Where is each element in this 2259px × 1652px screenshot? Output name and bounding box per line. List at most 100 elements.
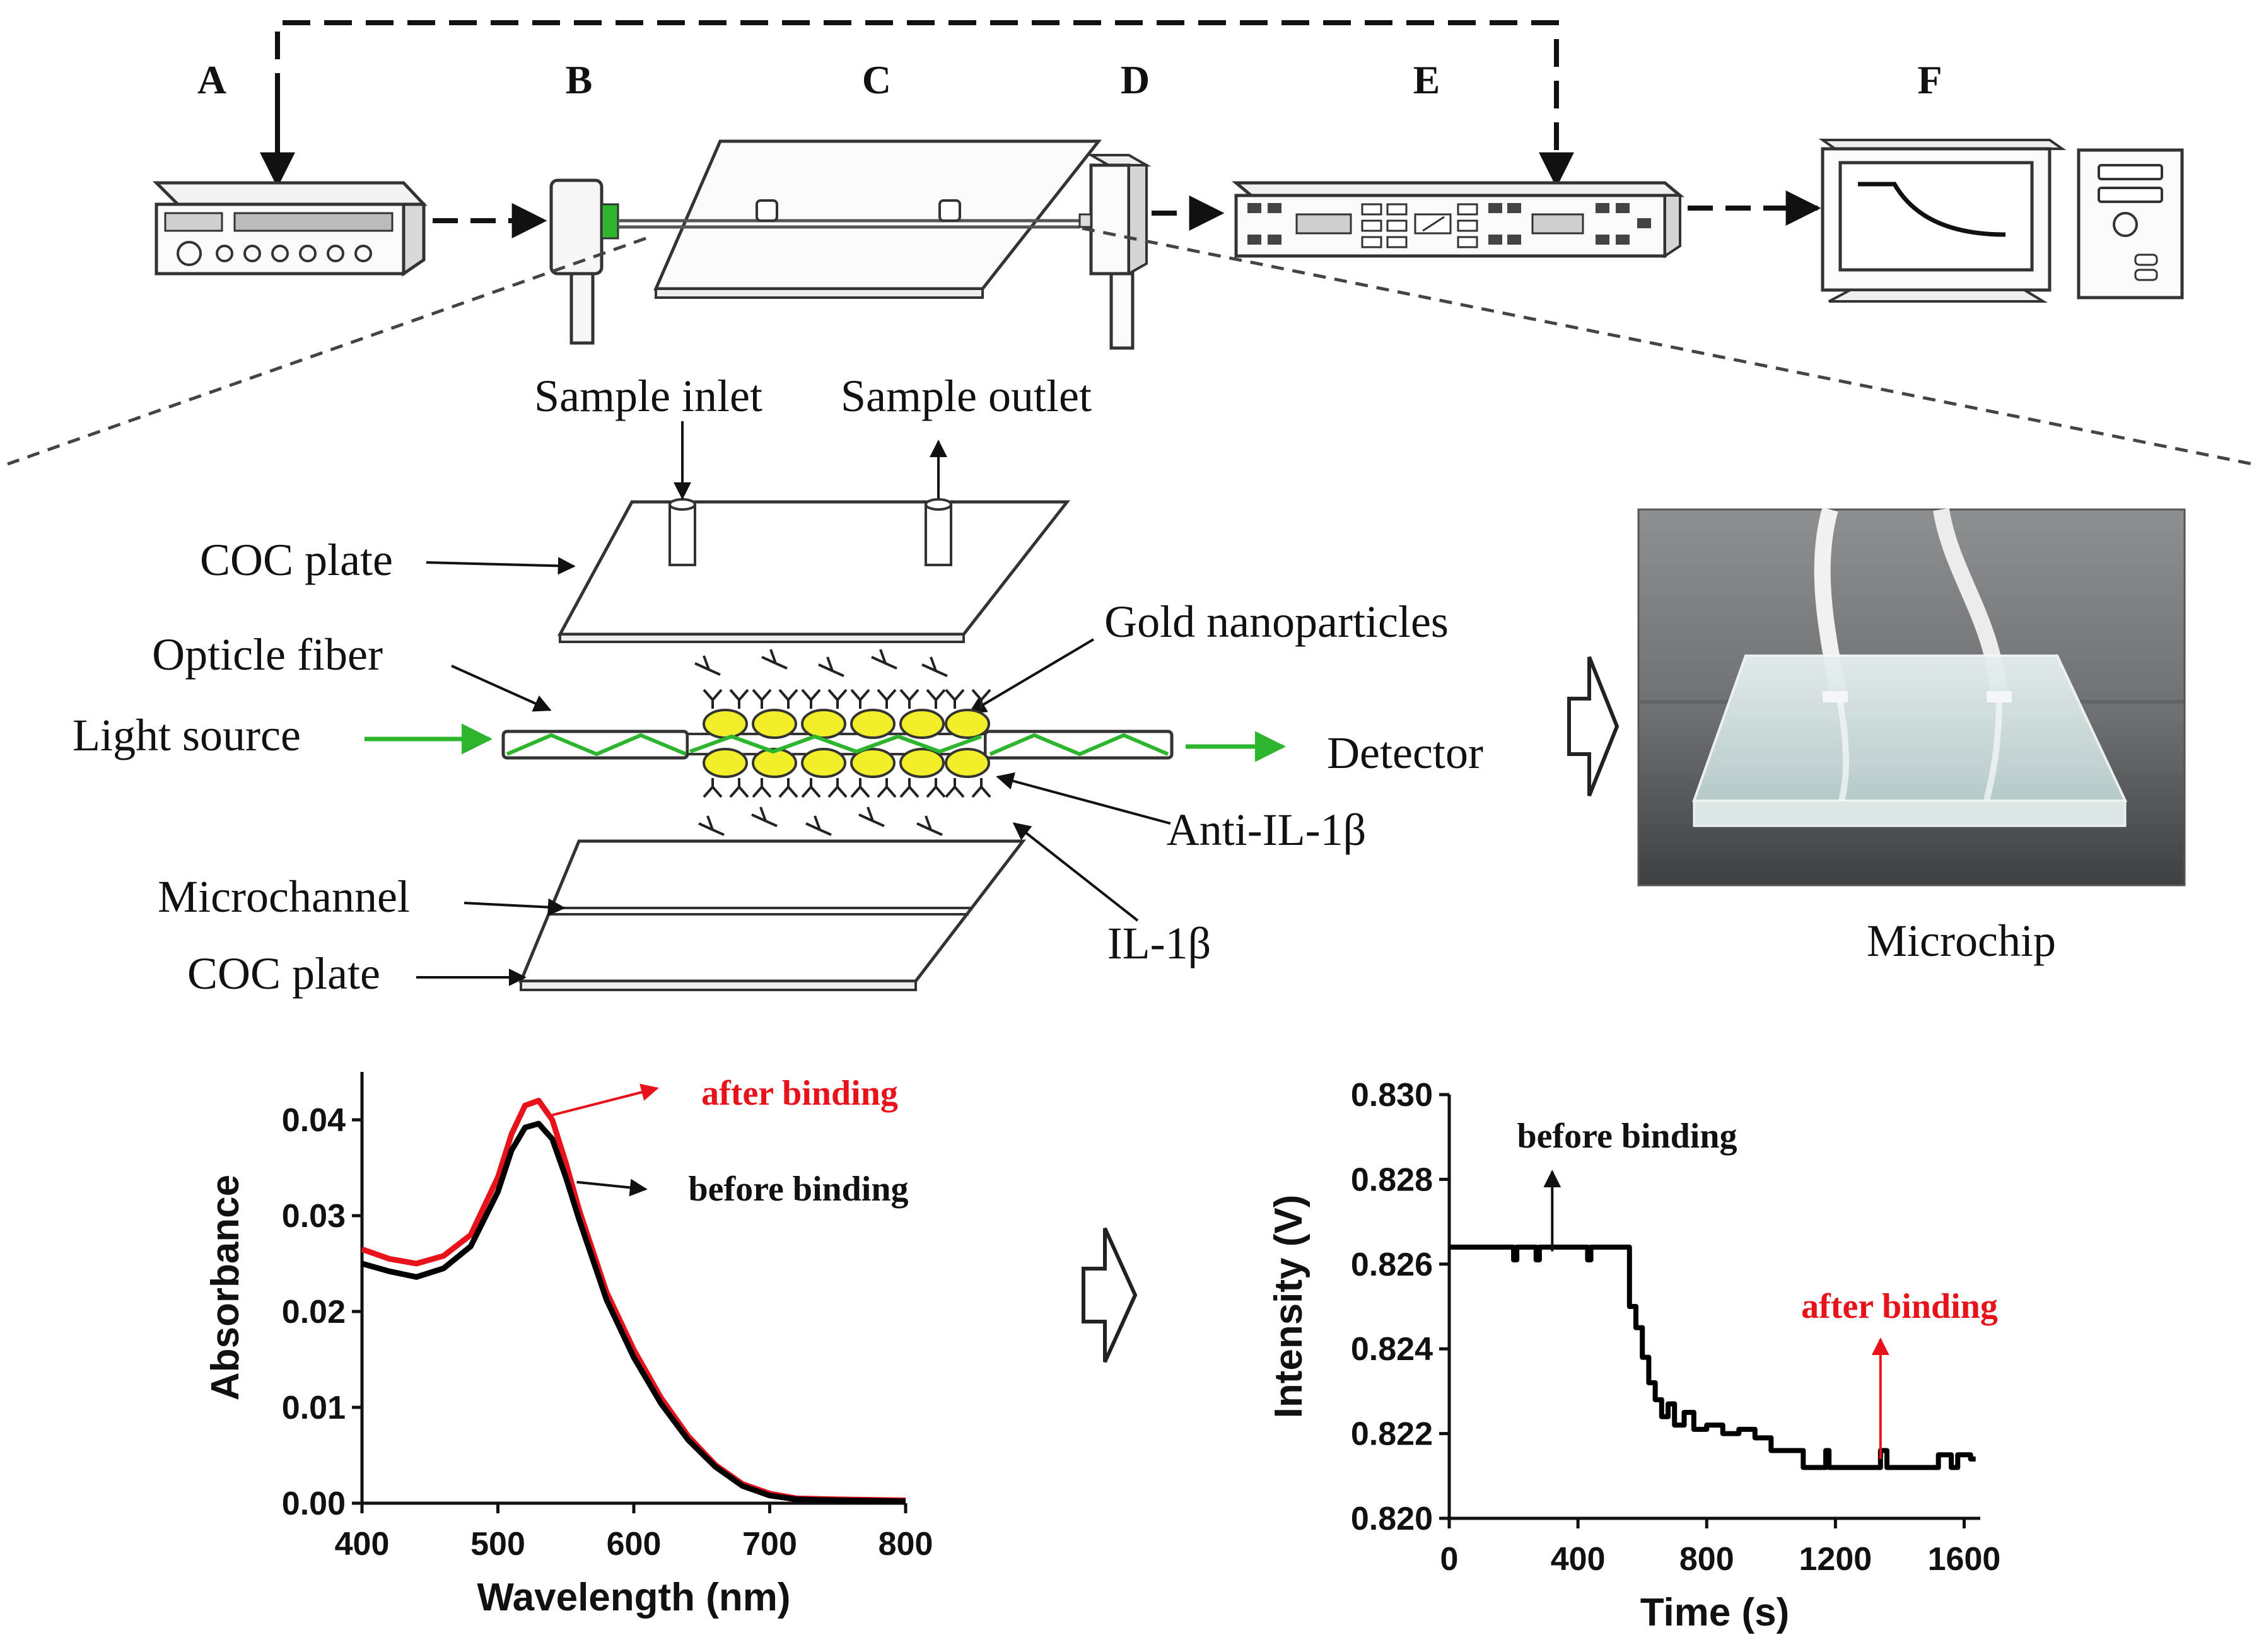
antibody-glyph xyxy=(703,778,723,798)
antibody-glyph-stroke xyxy=(945,778,965,798)
label-coc-plate-top: COC plate xyxy=(200,535,393,585)
x-tick-label: 600 xyxy=(607,1526,662,1562)
letter-d: D xyxy=(1121,57,1150,102)
y-tick-label: 0.00 xyxy=(282,1486,346,1522)
device-b-light-source xyxy=(549,178,619,345)
antibody-glyph-stroke xyxy=(729,778,749,798)
il1b-antigen-glyph xyxy=(916,815,943,836)
device-e-amplifier xyxy=(1232,181,1684,259)
x-axis-title: Wavelength (nm) xyxy=(477,1576,790,1619)
il1b-antigen-glyph xyxy=(698,815,725,836)
antibody-glyph xyxy=(752,778,772,798)
label-microchannel: Microchannel xyxy=(158,871,410,922)
fiber-pointer xyxy=(451,665,552,712)
gold-nanoparticle xyxy=(752,748,797,778)
label-il1b: IL-1β xyxy=(1107,918,1211,969)
antibody-glyph xyxy=(971,778,991,798)
antibody-glyph-stroke xyxy=(752,778,772,798)
x-tick-label: 400 xyxy=(335,1526,390,1562)
feedback-loop-arrow xyxy=(275,20,1574,188)
panel-letters: A B C D E F xyxy=(197,57,1942,102)
antibody-glyph-stroke xyxy=(827,778,848,798)
letter-e: E xyxy=(1413,57,1440,102)
letter-a: A xyxy=(197,57,226,102)
microchip-photo xyxy=(1637,507,2186,887)
annotation-after-binding: after binding xyxy=(701,1074,898,1113)
antibody-glyph-stroke xyxy=(850,778,870,798)
antibody-glyph xyxy=(729,689,749,709)
y-tick-label: 0.824 xyxy=(1351,1331,1433,1368)
gold-nanoparticle xyxy=(945,709,990,739)
y-axis-title: Intensity (V) xyxy=(1267,1195,1310,1419)
antibody-glyph-stroke xyxy=(971,778,991,798)
antibody-glyph xyxy=(801,689,821,709)
y-tick-label: 0.820 xyxy=(1351,1501,1433,1537)
x-tick-label: 800 xyxy=(878,1526,933,1562)
letter-c: C xyxy=(862,57,891,102)
antibody-glyph-stroke xyxy=(801,778,821,798)
antibody-glyph xyxy=(729,778,749,798)
arrow-after-binding xyxy=(552,1083,659,1117)
hollow-arrow-to-photo xyxy=(1567,656,1620,797)
il1b-antigen-glyph xyxy=(858,806,885,827)
y-axis-title: Absorbance xyxy=(204,1175,247,1400)
microchannel-pointer xyxy=(464,898,566,916)
zoom-line-left xyxy=(7,236,646,466)
label-anti-il1b: Anti-IL-1β xyxy=(1167,805,1367,855)
il1b-antigen-glyph xyxy=(818,656,844,677)
il1b-antigen-glyph xyxy=(751,806,778,827)
series-line xyxy=(1449,1244,1976,1470)
zoom-line-right xyxy=(1082,226,2253,466)
letter-b: B xyxy=(566,57,593,102)
series-line xyxy=(361,1098,906,1503)
antibody-glyph xyxy=(945,689,965,709)
series-line xyxy=(361,1120,906,1504)
antibody-glyph-stroke xyxy=(971,689,991,709)
gold-nanoparticle xyxy=(899,709,945,739)
gold-nanoparticle-layer xyxy=(694,649,991,836)
label-microchip: Microchip xyxy=(1867,916,2056,966)
il1b-antigen-glyph xyxy=(805,815,832,836)
light-path-core xyxy=(689,734,983,754)
x-tick-label: 400 xyxy=(1551,1541,1606,1578)
x-axis-title: Time (s) xyxy=(1640,1591,1790,1634)
gold-pointer xyxy=(968,638,1095,714)
il1b-antigen-glyph xyxy=(694,655,721,676)
device-a-generator xyxy=(152,181,428,277)
antibody-glyph-stroke xyxy=(926,778,946,798)
il1b-antigen-glyph xyxy=(761,649,788,670)
y-tick-label: 0.03 xyxy=(282,1198,346,1235)
annotation-after-binding: after binding xyxy=(1801,1287,1998,1326)
il1b-pointer xyxy=(1012,822,1139,922)
antibody-glyph-stroke xyxy=(877,689,897,709)
gold-nanoparticle xyxy=(801,748,846,778)
x-tick-label: 1600 xyxy=(1928,1541,2001,1578)
letter-f: F xyxy=(1917,57,1942,102)
antibody-glyph xyxy=(877,778,897,798)
antibody-glyph-stroke xyxy=(899,778,919,798)
antibody-glyph xyxy=(971,689,991,709)
antibody-glyph-stroke xyxy=(703,689,723,709)
antibody-glyph xyxy=(899,778,919,798)
antibody-glyph-stroke xyxy=(926,689,946,709)
antibody-glyph xyxy=(877,689,897,709)
il1b-antigen-glyph xyxy=(921,656,948,677)
anti-pointer xyxy=(996,772,1171,825)
antibody-glyph xyxy=(926,689,946,709)
antibody-glyph xyxy=(801,778,821,798)
x-tick-label: 500 xyxy=(470,1526,525,1562)
antibody-glyph-stroke xyxy=(729,689,749,709)
device-c-microchip xyxy=(618,139,1102,299)
x-tick-label: 700 xyxy=(742,1526,797,1562)
antibody-glyph-stroke xyxy=(827,689,848,709)
coc-plate-bottom xyxy=(518,839,1027,991)
antibody-glyph xyxy=(778,689,798,709)
gold-nanoparticle xyxy=(703,709,748,739)
gold-nanoparticle xyxy=(703,748,748,778)
y-tick-label: 0.02 xyxy=(282,1294,346,1330)
antibody-glyph xyxy=(926,778,946,798)
